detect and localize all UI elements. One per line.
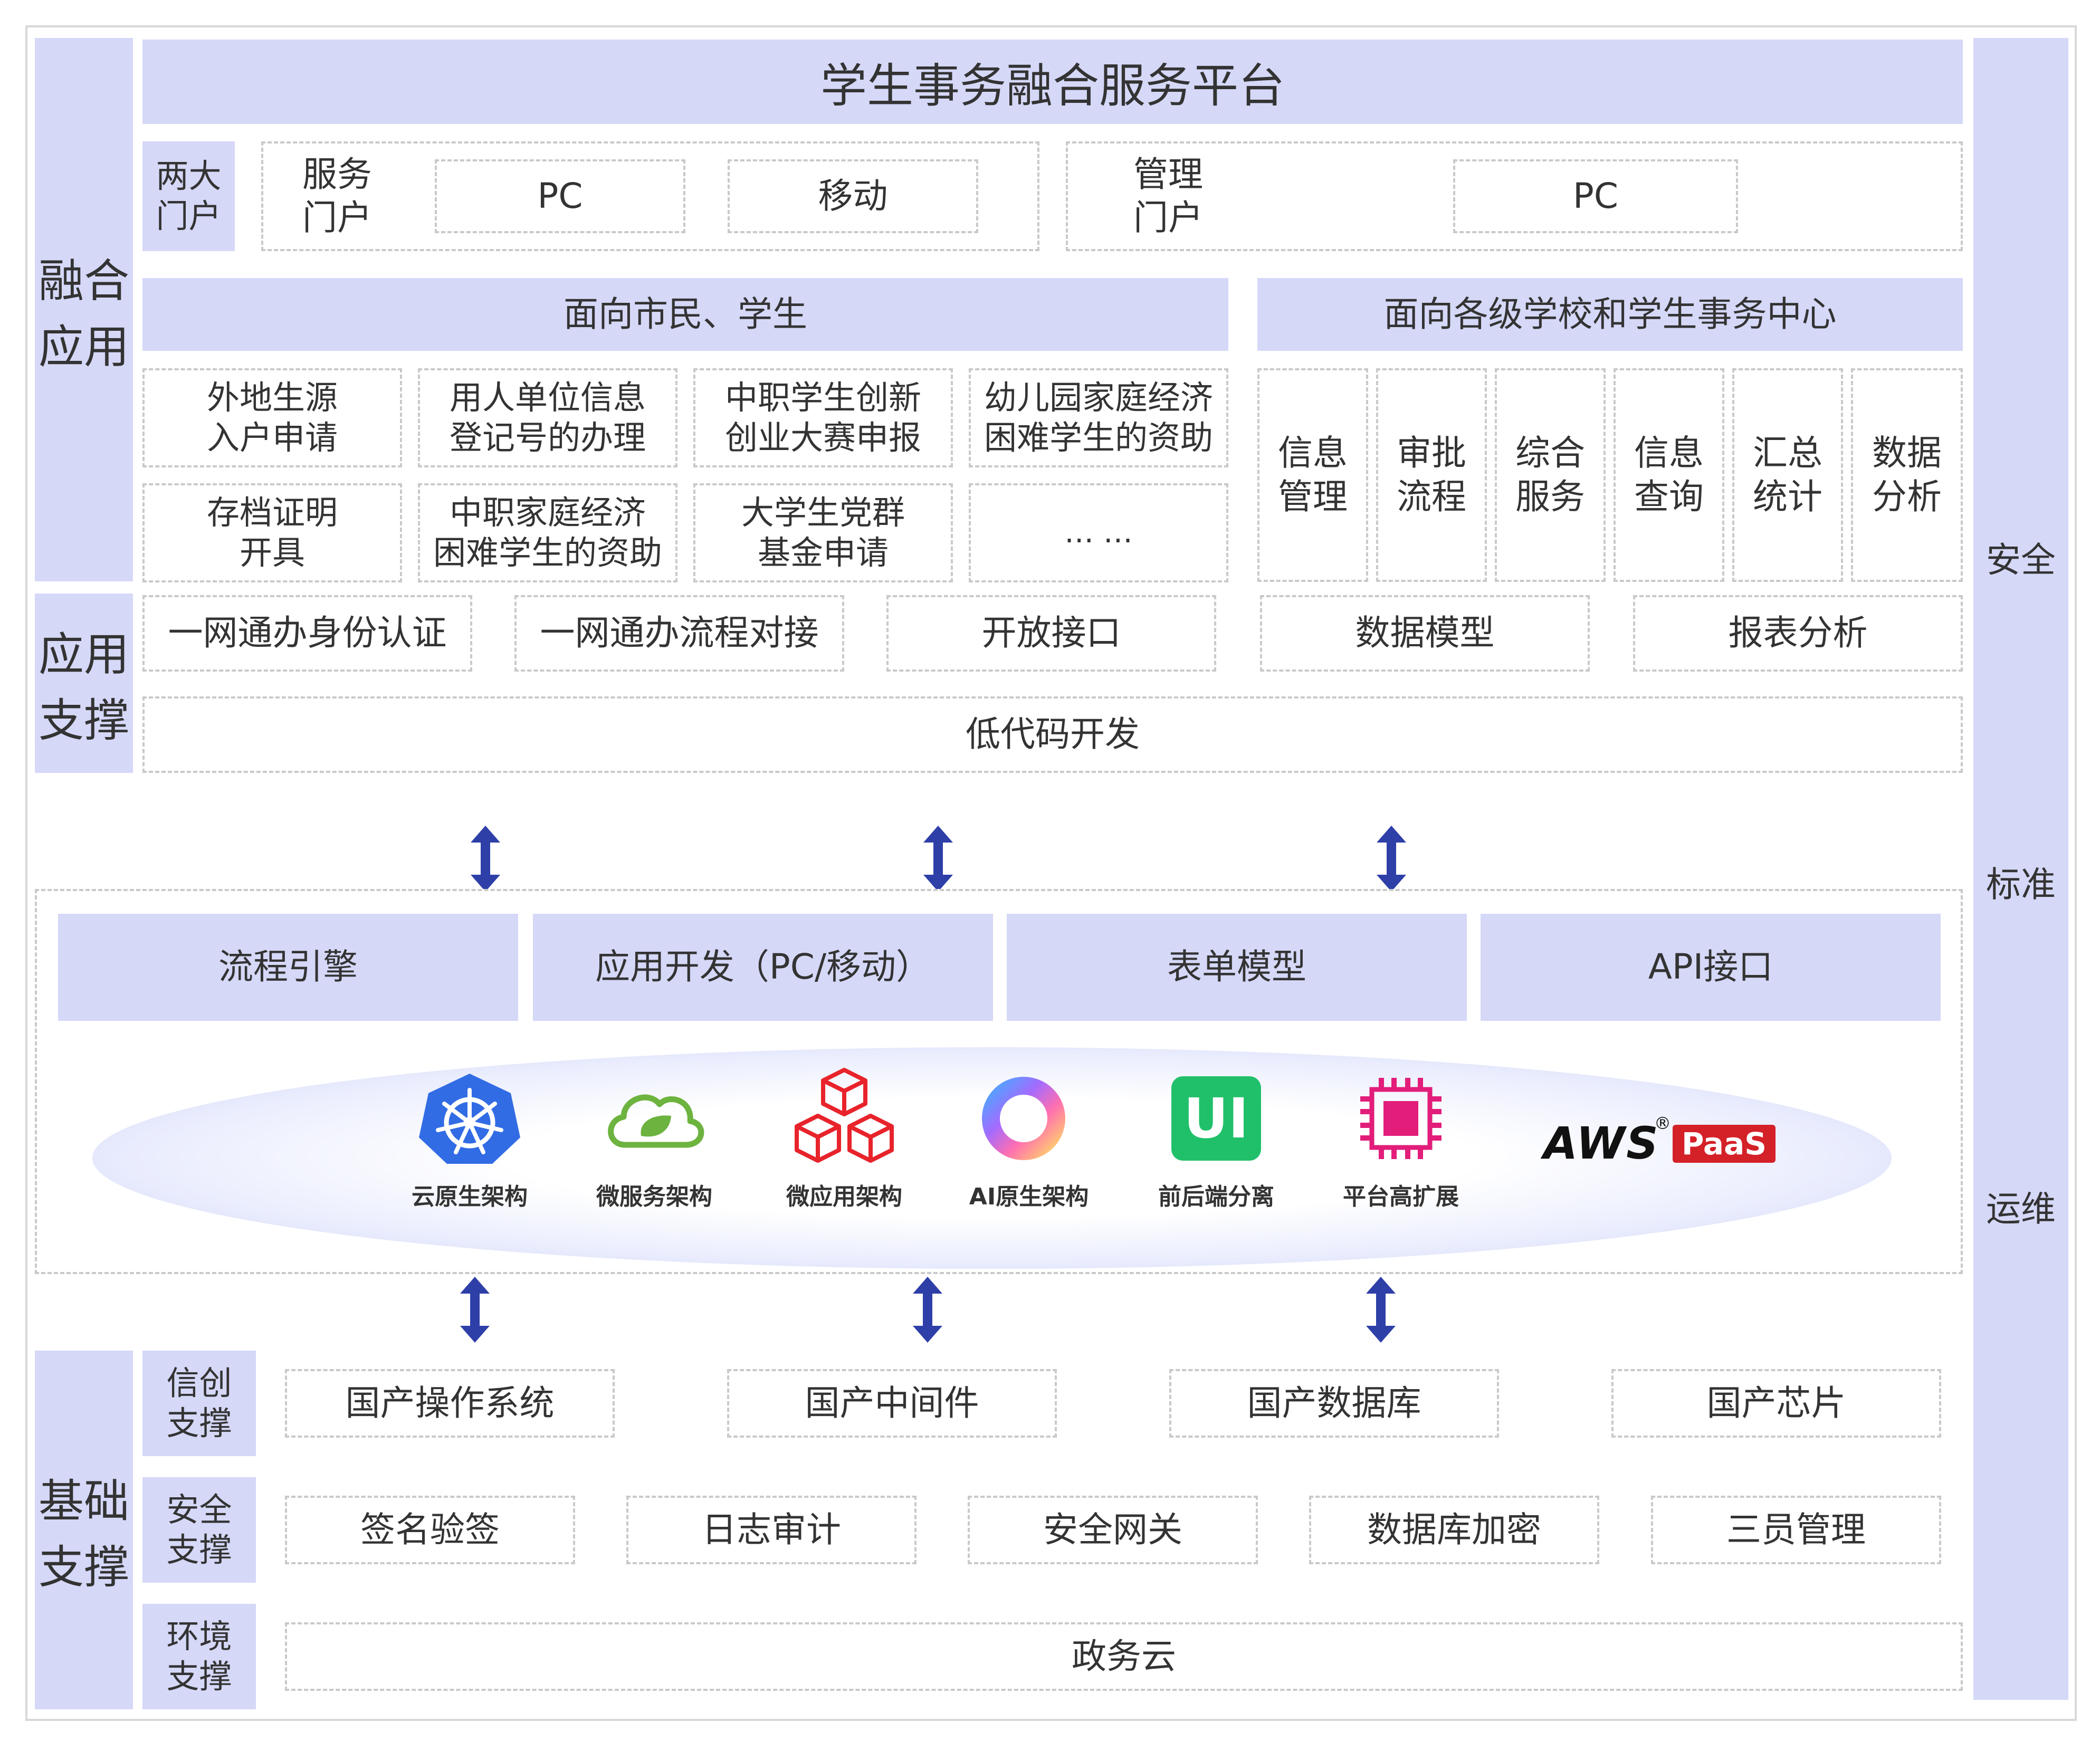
- school-function-item[interactable]: 审批 流程: [1376, 368, 1487, 582]
- double-arrow-icon: [1376, 826, 1407, 892]
- citizen-service-item[interactable]: 幼儿园家庭经济 困难学生的资助: [969, 368, 1228, 467]
- tech-label: 云原生架构: [412, 1183, 528, 1210]
- school-function-item[interactable]: 信息 查询: [1614, 368, 1724, 582]
- spring-cloud-icon: [602, 1079, 707, 1158]
- double-arrow-icon: [1365, 1277, 1397, 1343]
- citizen-service-item[interactable]: 中职学生创新 创业大赛申报: [693, 368, 953, 467]
- engine-item[interactable]: 流程引擎: [58, 914, 518, 1021]
- citizen-service-item[interactable]: 外地生源 入户申请: [142, 368, 402, 467]
- kubernetes-icon: [417, 1071, 522, 1166]
- aws-registered-mark: ®: [1654, 1113, 1671, 1133]
- tech-label: 平台高扩展: [1343, 1183, 1459, 1210]
- double-arrow-icon: [459, 1277, 491, 1343]
- school-function-item[interactable]: 信息 管理: [1257, 368, 1368, 582]
- school-function-item[interactable]: 数据 分析: [1851, 368, 1963, 582]
- ui-badge-text: UI: [1183, 1086, 1249, 1151]
- xinchuang-item[interactable]: 国产操作系统: [285, 1369, 615, 1438]
- tech-label: 微应用架构: [786, 1183, 902, 1210]
- security-item[interactable]: 签名验签: [285, 1496, 575, 1564]
- tech-label: 前后端分离: [1158, 1183, 1274, 1210]
- engine-item[interactable]: API接口: [1481, 914, 1941, 1021]
- right-bar: 安全 标准 运维: [1973, 38, 2068, 1700]
- support-item[interactable]: 数据模型: [1260, 595, 1590, 672]
- citizens-header: 面向市民、学生: [142, 278, 1228, 351]
- ai-ring-icon: [976, 1071, 1071, 1166]
- school-function-item[interactable]: 汇总 统计: [1732, 368, 1843, 582]
- citizen-service-item[interactable]: 存档证明 开具: [142, 483, 402, 582]
- engine-item[interactable]: 表单模型: [1007, 914, 1467, 1021]
- double-arrow-icon: [470, 826, 501, 892]
- right-bar-standard: 标准: [1986, 864, 2056, 905]
- support-item[interactable]: 一网通办身份认证: [142, 595, 472, 672]
- service-portal-mobile[interactable]: 移动: [728, 159, 978, 233]
- support-item[interactable]: 报表分析: [1633, 595, 1963, 672]
- manage-portal: 管理 门户 PC: [1066, 141, 1963, 251]
- service-portal-pc[interactable]: PC: [435, 159, 685, 233]
- lowcode-bar[interactable]: 低代码开发: [142, 696, 1963, 773]
- ui-badge-icon: UI: [1171, 1076, 1261, 1161]
- cubes-icon: [791, 1066, 897, 1163]
- security-item[interactable]: 安全网关: [968, 1496, 1258, 1564]
- platform-title: 学生事务融合服务平台: [142, 40, 1963, 124]
- double-arrow-icon: [922, 826, 954, 892]
- xinchuang-item[interactable]: 国产中间件: [727, 1369, 1057, 1438]
- aws-logo-text: AWS: [1543, 1117, 1659, 1169]
- security-item[interactable]: 日志审计: [626, 1496, 917, 1564]
- right-bar-operations: 运维: [1986, 1188, 2056, 1229]
- aws-paas-logo: AWS ® PaaS: [1530, 1113, 1783, 1169]
- environment-label: 环境 支撑: [142, 1604, 256, 1709]
- support-item[interactable]: 开放接口: [886, 595, 1216, 672]
- school-function-item[interactable]: 综合 服务: [1495, 368, 1606, 582]
- paas-badge: PaaS: [1673, 1125, 1776, 1163]
- section-app-support: 应用 支撑: [35, 594, 133, 773]
- citizen-service-item[interactable]: 大学生党群 基金申请: [693, 483, 953, 582]
- security-item[interactable]: 三员管理: [1651, 1496, 1941, 1564]
- tech-ellipse: [92, 1047, 1892, 1269]
- tech-label: 微服务架构: [596, 1183, 712, 1210]
- xinchuang-label: 信创 支撑: [142, 1351, 256, 1456]
- service-portal-title: 服务 门户: [302, 154, 372, 238]
- citizen-service-item[interactable]: 用人单位信息 登记号的办理: [418, 368, 677, 467]
- environment-item-gov-cloud[interactable]: 政务云: [285, 1622, 1963, 1691]
- service-portal: 服务 门户 PC 移动: [261, 141, 1039, 251]
- citizen-service-more[interactable]: … …: [969, 483, 1228, 582]
- manage-portal-title: 管理 门户: [1133, 154, 1203, 238]
- xinchuang-item[interactable]: 国产芯片: [1611, 1369, 1941, 1438]
- citizen-service-item[interactable]: 中职家庭经济 困难学生的资助: [418, 483, 677, 582]
- security-label: 安全 支撑: [142, 1477, 256, 1583]
- schools-header: 面向各级学校和学生事务中心: [1257, 278, 1963, 351]
- manage-portal-pc[interactable]: PC: [1453, 159, 1738, 233]
- security-item[interactable]: 数据库加密: [1309, 1496, 1599, 1564]
- portals-label: 两大 门户: [142, 141, 235, 251]
- tech-label: AI原生架构: [969, 1183, 1089, 1210]
- section-base-support: 基础 支撑: [35, 1351, 133, 1709]
- double-arrow-icon: [912, 1277, 943, 1343]
- right-bar-security: 安全: [1986, 539, 2056, 580]
- engine-item[interactable]: 应用开发（PC/移动）: [533, 914, 993, 1021]
- support-item[interactable]: 一网通办流程对接: [514, 595, 844, 672]
- diagram-frame: [25, 25, 2077, 1721]
- chip-icon: [1356, 1074, 1446, 1163]
- xinchuang-item[interactable]: 国产数据库: [1169, 1369, 1499, 1438]
- section-fusion-app: 融合 应用: [35, 38, 133, 581]
